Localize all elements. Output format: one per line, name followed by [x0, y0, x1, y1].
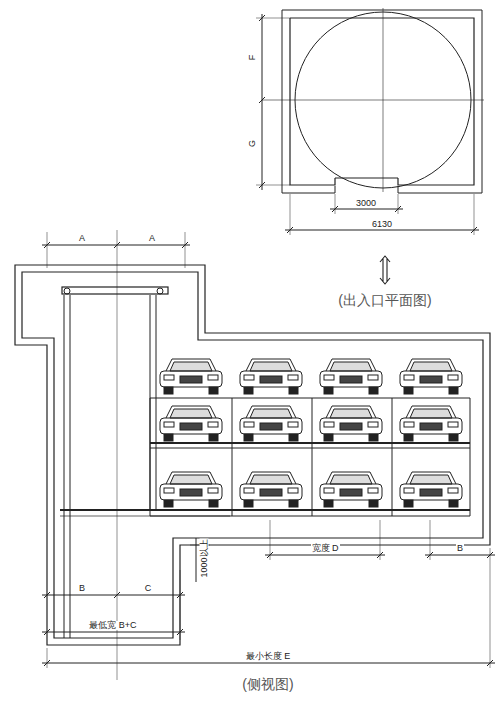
dimension-label: 最低宽 B+C [88, 621, 137, 630]
car-icon [320, 406, 382, 441]
view-caption: (侧视图) [241, 677, 294, 691]
car-icon [160, 359, 222, 394]
car-icon [240, 406, 302, 441]
dimension-label: 3000 [355, 199, 377, 208]
side-view-walls [15, 265, 490, 645]
car-icon [400, 472, 462, 507]
car-icon [400, 406, 462, 441]
dimension-label: 宽度 D [311, 544, 340, 553]
dimension-label: A [78, 234, 86, 243]
plan-view [256, 8, 484, 284]
dimension-label: 最小长度 E [245, 652, 292, 661]
car-icon [240, 472, 302, 507]
dimension-label: B [78, 584, 86, 593]
dimension-lines [42, 232, 495, 668]
dimension-label: F [249, 53, 258, 61]
car-icon [320, 472, 382, 507]
lift-shaft [60, 230, 230, 680]
car-icons [160, 359, 462, 507]
parking-rack [150, 398, 470, 516]
car-icon [160, 406, 222, 441]
car-icon [400, 359, 462, 394]
dimension-label: B [456, 544, 464, 553]
dimension-label: 6130 [371, 220, 393, 229]
car-icon [240, 359, 302, 394]
dimension-label: A [148, 234, 156, 243]
dimension-label: C [144, 584, 153, 593]
dimension-label: 1000以上 [200, 538, 209, 578]
view-caption: (出入口平面图) [337, 293, 432, 307]
car-icon [160, 472, 222, 507]
car-icon [320, 359, 382, 394]
dimension-label: G [248, 138, 257, 147]
